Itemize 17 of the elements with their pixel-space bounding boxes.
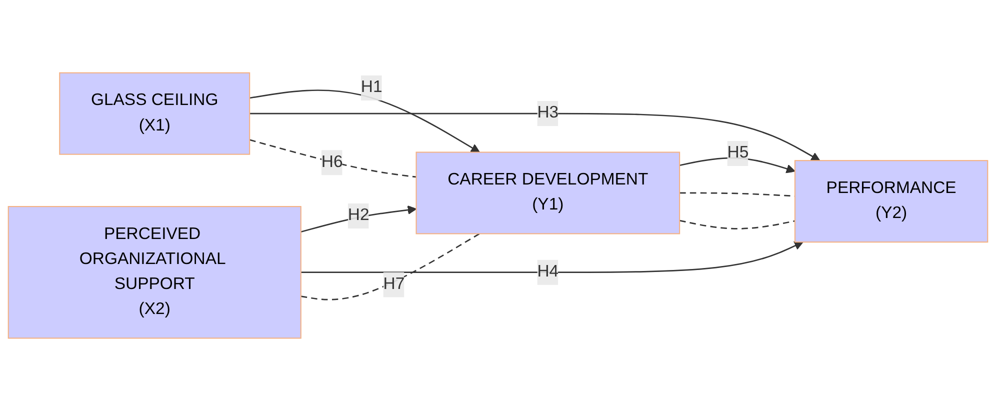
edge-label: H6 bbox=[321, 153, 343, 172]
edge-label: H3 bbox=[537, 104, 559, 122]
edge-label: H7 bbox=[383, 275, 405, 294]
node-box: GLASS CEILING (X1) bbox=[59, 72, 250, 155]
arrow bbox=[250, 112, 820, 161]
edge-label: H1 bbox=[360, 78, 382, 96]
arrow bbox=[249, 90, 480, 153]
node-box: PERCEIVED ORGANIZATIONAL SUPPORT (X2) bbox=[8, 206, 302, 339]
connector bbox=[249, 139, 416, 178]
node-box: PERFORMANCE (Y2) bbox=[794, 160, 988, 243]
edge-label: H4 bbox=[537, 262, 559, 281]
connector bbox=[300, 233, 480, 300]
arrow bbox=[300, 241, 804, 274]
connector bbox=[679, 220, 796, 230]
node-box: CAREER DEVELOPMENT (Y1) bbox=[416, 152, 680, 234]
edge-label: H2 bbox=[348, 206, 370, 224]
edge-label: H5 bbox=[727, 144, 749, 162]
